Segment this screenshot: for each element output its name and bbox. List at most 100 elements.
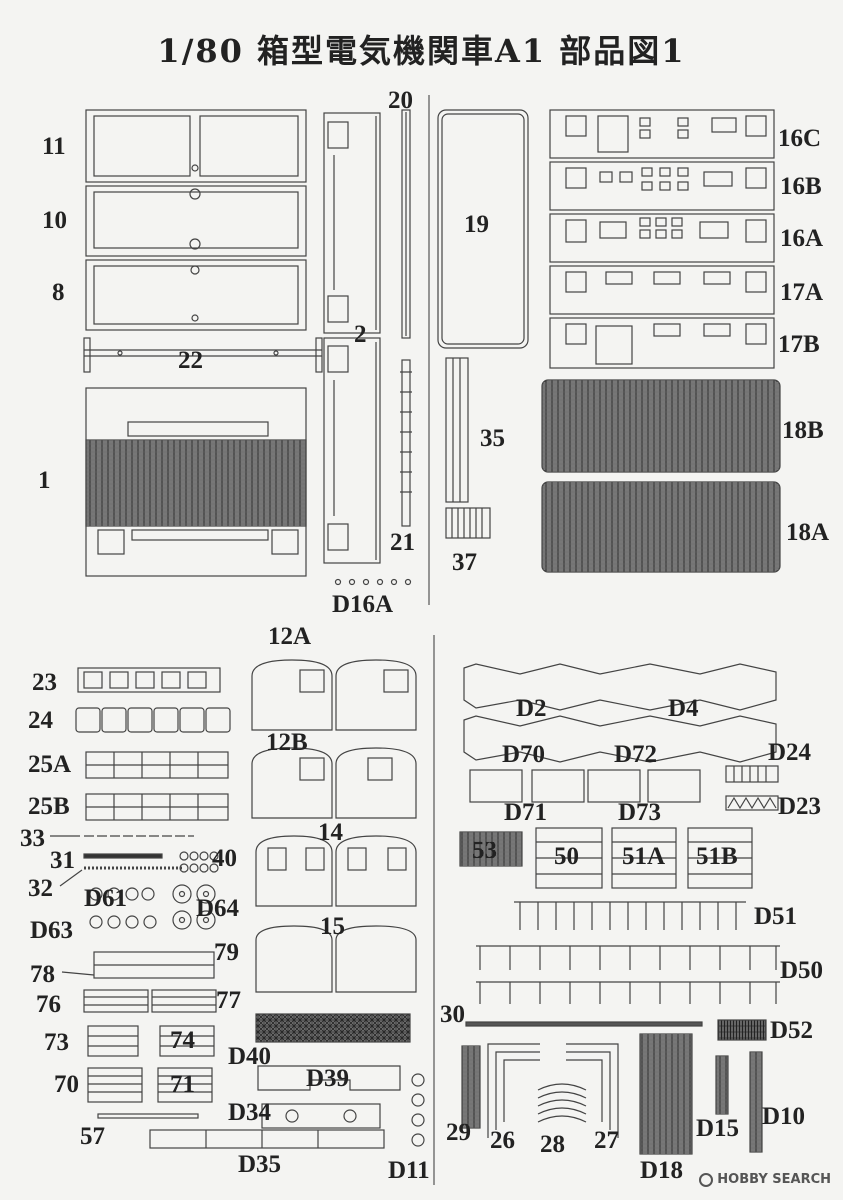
part-26-rail	[487, 1043, 540, 1138]
part-d52-comb	[717, 1019, 767, 1041]
label-d71: D71	[504, 799, 548, 826]
part-d11-rings	[411, 1073, 425, 1147]
label-18b: 18B	[782, 417, 824, 444]
label-33: 33	[20, 825, 45, 852]
part-70-71-plates	[87, 1067, 213, 1103]
label-40: 40	[212, 845, 237, 872]
label-1: 1	[38, 467, 51, 494]
part-10-panel	[85, 185, 307, 257]
part-d39-bracket	[257, 1065, 401, 1091]
label-d23: D23	[778, 793, 822, 820]
label-77: 77	[216, 987, 241, 1014]
label-20: 20	[388, 87, 413, 114]
part-8-panel	[85, 259, 307, 331]
part-15-ends	[255, 925, 417, 993]
label-d40: D40	[228, 1043, 272, 1070]
part-57-rod	[97, 1113, 199, 1119]
label-31: 31	[50, 847, 75, 874]
label-d11: D11	[388, 1157, 430, 1184]
label-d15: D15	[696, 1115, 740, 1142]
label-d61: D61	[84, 885, 128, 912]
part-14-ends	[255, 835, 417, 907]
label-28: 28	[540, 1131, 565, 1158]
part-d71-d73-brackets	[469, 769, 701, 803]
label-53: 53	[472, 837, 497, 864]
label-24: 24	[28, 707, 53, 734]
label-d18: D18	[640, 1157, 684, 1184]
label-30: 30	[440, 1001, 465, 1028]
part-d18-grille	[639, 1033, 693, 1155]
part-11-panel	[85, 109, 307, 183]
sheet-title: 1/80 箱型電気機関車A1 部品図1	[157, 32, 686, 70]
part-d40-mesh	[255, 1013, 411, 1043]
label-14: 14	[318, 819, 343, 846]
part-d2-d4-frames	[463, 663, 777, 763]
label-70: 70	[54, 1071, 79, 1098]
label-19: 19	[464, 211, 489, 238]
label-d39: D39	[306, 1065, 350, 1092]
label-74: 74	[170, 1027, 195, 1054]
part-21-rod	[400, 359, 412, 527]
label-79: 79	[214, 939, 239, 966]
label-11: 11	[42, 133, 66, 160]
label-d16a: D16A	[332, 591, 394, 618]
part-d61-discs	[89, 887, 155, 901]
part-28-arcs	[537, 1083, 587, 1123]
label-d50: D50	[780, 957, 824, 984]
label-23: 23	[32, 669, 57, 696]
label-d73: D73	[618, 799, 662, 826]
part-d50-rails	[476, 945, 780, 1004]
label-d10: D10	[762, 1103, 806, 1130]
label-29: 29	[446, 1119, 471, 1146]
label-51a: 51A	[622, 843, 666, 870]
part-30-rod	[465, 1021, 703, 1027]
part-d23-parts	[725, 795, 779, 811]
part-18a-roof	[541, 481, 781, 573]
label-71: 71	[170, 1071, 195, 1098]
part-29-ladder	[461, 1045, 481, 1129]
part-24-frames	[75, 707, 231, 733]
hobby-search-logo-icon	[699, 1172, 714, 1187]
part-35-bars	[445, 357, 469, 503]
label-22: 22	[178, 347, 203, 374]
part-18b-roof	[541, 379, 781, 473]
label-35: 35	[480, 425, 505, 452]
label-73: 73	[44, 1029, 69, 1056]
part-d24-parts	[725, 765, 779, 783]
label-12a: 12A	[268, 623, 312, 650]
part-27-rail	[566, 1043, 619, 1138]
part-1-chassis	[85, 387, 307, 577]
part-76-77-plates	[83, 989, 217, 1013]
part-51b-plate	[687, 827, 753, 889]
label-17a: 17A	[780, 279, 824, 306]
label-25a: 25A	[28, 751, 72, 778]
label-d72: D72	[614, 741, 658, 768]
label-d64: D64	[196, 895, 240, 922]
label-32: 32	[28, 875, 53, 902]
part-d15-strip	[715, 1055, 729, 1115]
label-d2: D2	[516, 695, 547, 722]
part-12b-ends	[251, 747, 417, 819]
part-d34-bar	[261, 1103, 381, 1129]
label-d52: D52	[770, 1017, 814, 1044]
label-16b: 16B	[780, 173, 822, 200]
part-16b-side	[549, 161, 775, 211]
part-12a-ends	[251, 659, 417, 731]
label-15: 15	[320, 913, 345, 940]
label-76: 76	[36, 991, 61, 1018]
part-23-frames	[77, 667, 221, 693]
part-17a-side	[549, 265, 775, 315]
label-25b: 25B	[28, 793, 70, 820]
part-53-plate	[459, 831, 523, 867]
watermark-text: HOBBY SEARCH	[717, 1172, 831, 1187]
label-78: 78	[30, 961, 55, 988]
label-50: 50	[554, 843, 579, 870]
label-d24: D24	[768, 739, 812, 766]
label-51b: 51B	[696, 843, 738, 870]
label-d51: D51	[754, 903, 798, 930]
part-17b-side	[549, 317, 775, 369]
part-73-74-plates	[87, 1025, 215, 1057]
label-d63: D63	[30, 917, 74, 944]
